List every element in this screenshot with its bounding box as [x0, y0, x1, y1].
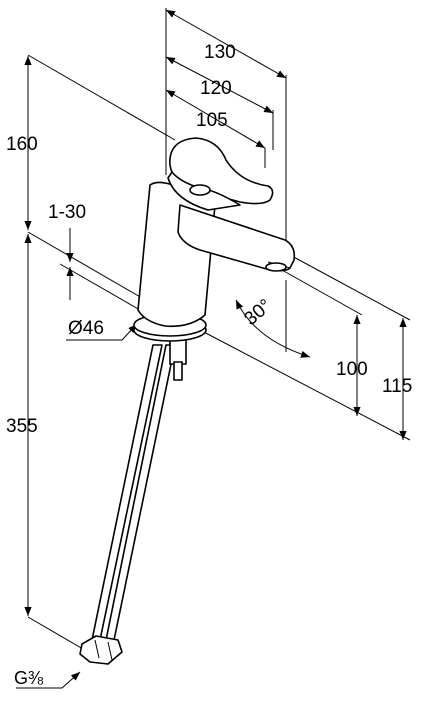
- dim-120: 120: [200, 78, 232, 99]
- dim-160: 160: [6, 134, 38, 155]
- dim-130: 130: [204, 42, 236, 63]
- dim-115: 115: [382, 376, 412, 397]
- dim-100: 100: [336, 359, 368, 380]
- dim-1-30: 1-30: [48, 202, 86, 223]
- dim-105: 105: [196, 110, 228, 131]
- dim-angle-30: 30°: [240, 295, 276, 330]
- dim-thread-g38: G⅜: [14, 668, 44, 688]
- dimension-labels: 130 120 105 160 1-30 Ø46 355 100 115 30°…: [6, 42, 412, 688]
- dim-355: 355: [6, 416, 38, 437]
- faucet-body: [79, 137, 296, 665]
- dim-diameter-46: Ø46: [68, 318, 104, 339]
- slanted-dimension-lines: [165, 9, 311, 358]
- leader-lines: [16, 323, 138, 689]
